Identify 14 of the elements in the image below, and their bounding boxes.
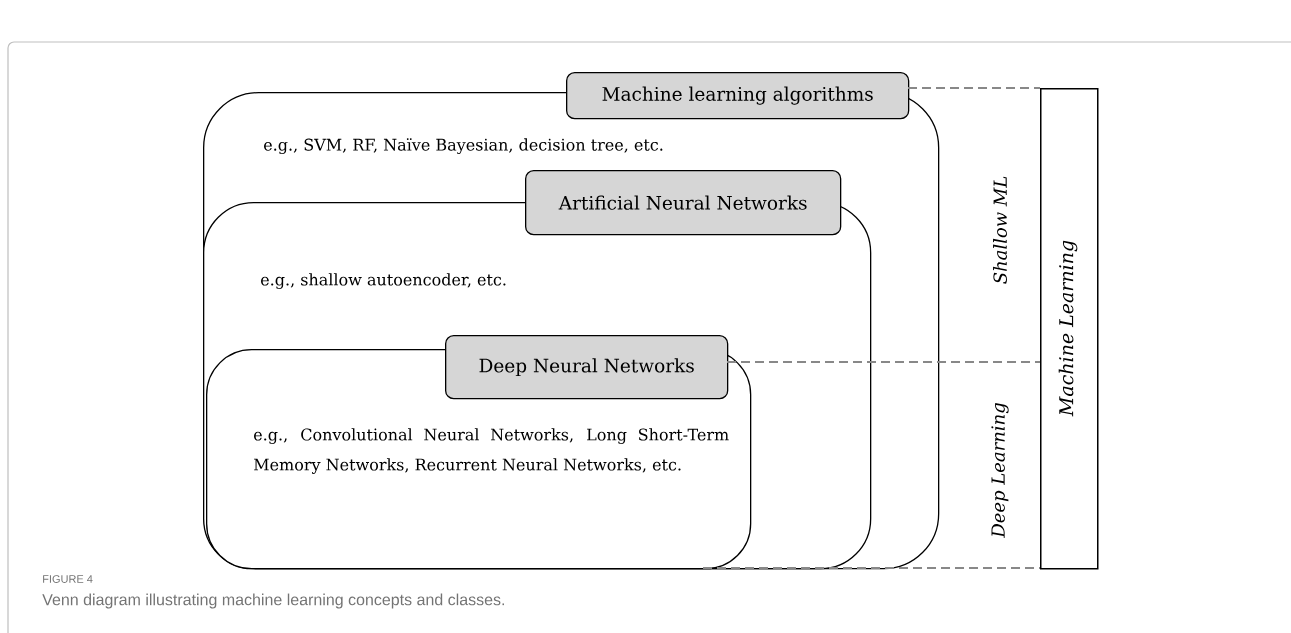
heading-tab: Machine learning algorithms xyxy=(566,72,910,120)
example-text: e.g., SVM, RF, Naïve Bayesian, decision tree, etc. xyxy=(264,138,663,154)
caption: Venn diagram illustrating machine learning concepts and classes. xyxy=(42,593,504,609)
example-text: e.g., shallow autoencoder, etc. xyxy=(261,273,506,289)
figure-number: FIGURE 4 xyxy=(43,575,93,583)
dashed-line xyxy=(908,86,1040,90)
heading-tab: Artificial Neural Networks xyxy=(525,170,842,236)
example-text: e.g., Convolutional Neural Networks, Long Short-Term Memory Networks, Recurrent Neural Networks, etc. xyxy=(254,428,729,474)
vertical-box: Machine Learning xyxy=(1040,88,1099,570)
span-label: Shallow ML xyxy=(992,174,1008,286)
heading-tab: Deep Neural Networks xyxy=(445,335,729,400)
dashed-line xyxy=(703,566,1040,570)
dashed-line xyxy=(727,360,1040,364)
span-label: Deep Learning xyxy=(990,401,1010,539)
